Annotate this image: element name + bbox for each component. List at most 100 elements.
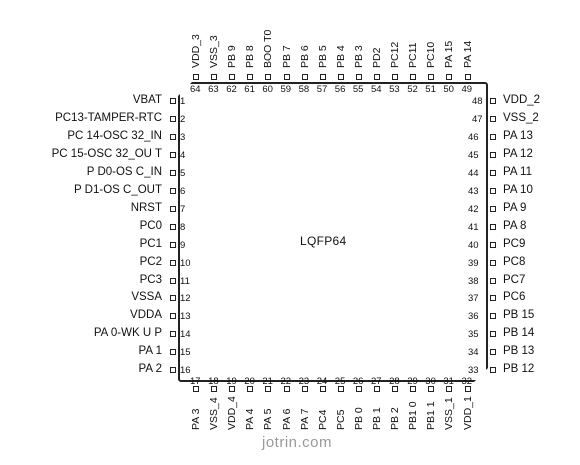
pin-pad (374, 74, 380, 80)
pin-pad (490, 259, 496, 266)
pin-label: VSS_1 (443, 397, 456, 430)
pin-number: 21 (262, 376, 273, 387)
pin-pad (490, 367, 496, 374)
pin-label: VDD_1 (461, 396, 474, 430)
pin-label: PB 0 (352, 407, 365, 430)
pin-label: P D1-OS C_OUT (74, 183, 162, 196)
pin-pad (301, 74, 308, 80)
pin-number: 23 (298, 376, 310, 387)
pin-label: PB 2 (389, 407, 402, 430)
pin-number: 62 (226, 84, 237, 95)
pin-number: 15 (180, 347, 191, 359)
pin-label: PC1 (139, 237, 162, 250)
pin-number: 27 (371, 376, 382, 387)
pin-pad (337, 74, 344, 80)
pin-label: PA 12 (503, 147, 533, 160)
pin-label: PC8 (503, 255, 526, 268)
pin-pad (319, 74, 326, 80)
pin-pad (247, 386, 254, 392)
pin-pad (301, 386, 308, 392)
pin-number: 36 (468, 311, 479, 323)
pin-pad (410, 74, 417, 80)
pin-pad (490, 223, 496, 230)
pin-number: 26 (352, 376, 364, 387)
pin-label: PB 5 (316, 45, 329, 68)
pin-number: 30 (425, 376, 436, 387)
pin-label: VDDA (130, 309, 162, 322)
pin-pad (490, 313, 496, 320)
pin-number: 39 (468, 257, 479, 269)
pin-number: 54 (371, 84, 382, 95)
pin-number: 9 (180, 239, 186, 251)
pin-pad (170, 367, 176, 374)
pin-label: PB 3 (352, 45, 365, 68)
pin-pad (355, 386, 362, 392)
pin-label: VSS_2 (503, 111, 539, 124)
pin-number: 17 (190, 376, 201, 387)
pin-label: PC9 (503, 237, 526, 250)
pin-pad (490, 349, 496, 356)
pin-number: 31 (443, 376, 454, 387)
pin-pad (170, 169, 176, 176)
pin-label: PA 3 (190, 408, 202, 430)
pin-label: PC0 (139, 219, 162, 232)
pin-number: 43 (468, 185, 479, 197)
pin-label: PB 14 (503, 327, 535, 340)
pin-number: 32 (461, 376, 473, 387)
pin-label: PA 7 (298, 408, 311, 430)
pin-pad (283, 74, 290, 80)
pin-pad (490, 277, 496, 284)
pin-number: 2 (180, 113, 186, 125)
pin-pad (170, 151, 176, 158)
pin-number: 20 (244, 376, 255, 387)
pin-number: 37 (468, 293, 479, 305)
pin-label: PB 15 (503, 309, 535, 322)
pin-number: 3 (180, 131, 186, 143)
pin-pad (374, 386, 380, 392)
watermark: jotrin.com (262, 434, 333, 451)
pin-label: PA 11 (503, 165, 532, 178)
pin-number: 42 (468, 203, 479, 215)
pin-number: 14 (180, 329, 191, 341)
pin-number: 45 (468, 149, 479, 161)
pin-pad (170, 133, 176, 140)
pin-pad (446, 74, 453, 80)
pin-pad (428, 74, 435, 80)
pin-number: 38 (468, 275, 479, 287)
pin-label: VBAT (132, 94, 162, 106)
pin-number: 64 (190, 84, 201, 95)
pin-label: PA 14 (461, 40, 474, 68)
pin-label: PB 7 (280, 45, 293, 68)
pin-number: 50 (443, 84, 454, 95)
pin-pad (464, 74, 471, 80)
pin-pad (170, 205, 176, 212)
pin-label: PB 8 (244, 45, 257, 68)
pin-number: 61 (244, 84, 255, 95)
pin-label: PC2 (139, 255, 162, 268)
pin-label: PB 9 (226, 45, 239, 68)
pin-number: 60 (262, 84, 273, 95)
pin-pad (490, 205, 496, 212)
pin-number: 6 (180, 185, 186, 197)
pin-label: PA 5 (262, 408, 275, 430)
pin-number: 12 (180, 293, 191, 305)
pin-pad (446, 386, 453, 392)
pin-pad (211, 386, 218, 392)
pin-number: 55 (352, 84, 364, 95)
pin-pad (247, 74, 254, 80)
pin-label: PB 4 (334, 45, 347, 68)
pin-label: PC4 (316, 409, 329, 430)
pin-number: 34 (468, 347, 479, 359)
pin-pad (229, 386, 236, 392)
pin-label: PC10 (425, 41, 438, 68)
pin-pad (392, 74, 399, 80)
pin-pad (211, 74, 218, 80)
pin-label: PC5 (334, 409, 347, 430)
pin-number: 53 (389, 84, 400, 95)
pin-number: 46 (468, 131, 479, 143)
pin-number: 41 (468, 221, 479, 233)
pin-number: 40 (468, 239, 479, 251)
pin-label: BOO T0 (262, 29, 275, 68)
pin-label: PA 0-WK U P (93, 327, 162, 340)
pin-number: 35 (468, 329, 479, 341)
